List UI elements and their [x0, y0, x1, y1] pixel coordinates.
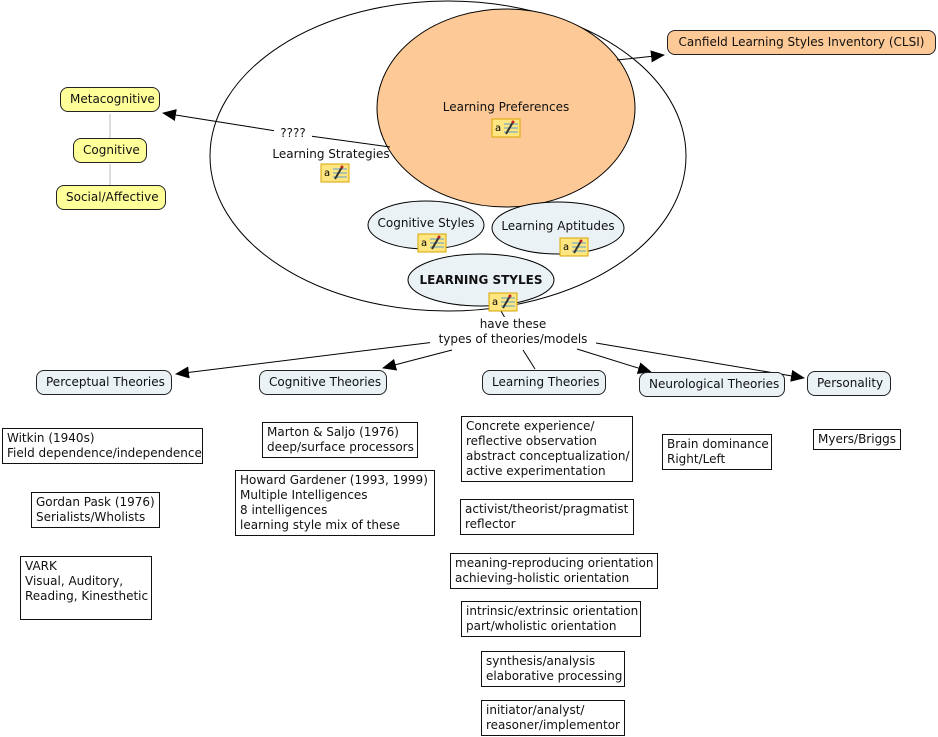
example-initiator[interactable]: initiator/analyst/ reasoner/implementor	[481, 700, 625, 736]
cognitive-node[interactable]: Cognitive	[73, 138, 147, 163]
example-honey-mumford[interactable]: activist/theorist/pragmatist reflector	[460, 499, 634, 535]
social-affective-node[interactable]: Social/Affective	[56, 185, 166, 210]
cognitive-styles-label: Cognitive Styles	[377, 216, 475, 230]
example-synthesis[interactable]: synthesis/analysis elaborative processin…	[481, 651, 625, 687]
link-styles-to-label	[500, 310, 506, 319]
example-gardener[interactable]: Howard Gardener (1993, 1999) Multiple In…	[235, 470, 435, 536]
note-icon[interactable]: a	[488, 292, 518, 312]
note-icon[interactable]: a	[491, 118, 521, 138]
learning-preferences-ellipse[interactable]	[376, 8, 636, 208]
link-to-learning	[522, 349, 536, 370]
example-orientation-2[interactable]: intrinsic/extrinsic orientation part/who…	[461, 601, 641, 637]
link-preferences-to-clsi	[616, 50, 665, 63]
link-strategies-to-metacognitive-b	[162, 109, 277, 132]
example-myers-briggs[interactable]: Myers/Briggs	[813, 429, 901, 450]
example-marton-saljo[interactable]: Marton & Saljo (1976) deep/surface proce…	[262, 422, 418, 458]
svg-text:a: a	[563, 242, 569, 253]
question-link-label: ????	[274, 126, 312, 141]
link-to-cognitive	[382, 349, 453, 371]
link-to-neurological	[576, 348, 652, 374]
cognitive-theories-node[interactable]: Cognitive Theories	[259, 370, 387, 395]
have-these-link-label: have these types of theories/models	[430, 317, 596, 347]
note-icon[interactable]: a	[559, 237, 589, 257]
example-witkin[interactable]: Witkin (1940s) Field dependence/independ…	[2, 428, 203, 464]
example-brain-dominance[interactable]: Brain dominance Right/Left	[662, 434, 772, 470]
personality-node[interactable]: Personality	[807, 371, 891, 396]
perceptual-theories-node[interactable]: Perceptual Theories	[36, 370, 172, 395]
metacognitive-node[interactable]: Metacognitive	[60, 87, 160, 112]
example-kolb[interactable]: Concrete experience/ reflective observat…	[461, 416, 633, 482]
svg-text:a: a	[421, 238, 427, 249]
learning-theories-node[interactable]: Learning Theories	[482, 370, 606, 395]
learning-preferences-label: Learning Preferences	[442, 100, 570, 114]
note-icon[interactable]: a	[320, 163, 350, 183]
svg-text:a: a	[495, 123, 501, 134]
neurological-theories-node[interactable]: Neurological Theories	[639, 372, 785, 397]
outer-ellipse	[209, 0, 687, 312]
learning-styles-label: LEARNING STYLES	[419, 273, 543, 287]
link-strategies-to-metacognitive-a	[309, 135, 391, 148]
svg-text:a: a	[324, 168, 330, 179]
learning-aptitudes-ellipse[interactable]	[491, 201, 625, 255]
example-pask[interactable]: Gordan Pask (1976) Serialists/Wholists	[31, 492, 160, 528]
example-vark[interactable]: VARK Visual, Auditory, Reading, Kinesthe…	[20, 556, 152, 620]
learning-aptitudes-label: Learning Aptitudes	[501, 219, 615, 233]
link-to-perceptual	[175, 341, 436, 379]
svg-text:a: a	[492, 297, 498, 308]
note-icon[interactable]: a	[417, 233, 447, 253]
example-orientation-1[interactable]: meaning-reproducing orientation achievin…	[450, 553, 658, 589]
learning-strategies-label: Learning Strategies	[272, 147, 390, 161]
clsi-node[interactable]: Canfield Learning Styles Inventory (CLSI…	[667, 30, 936, 55]
